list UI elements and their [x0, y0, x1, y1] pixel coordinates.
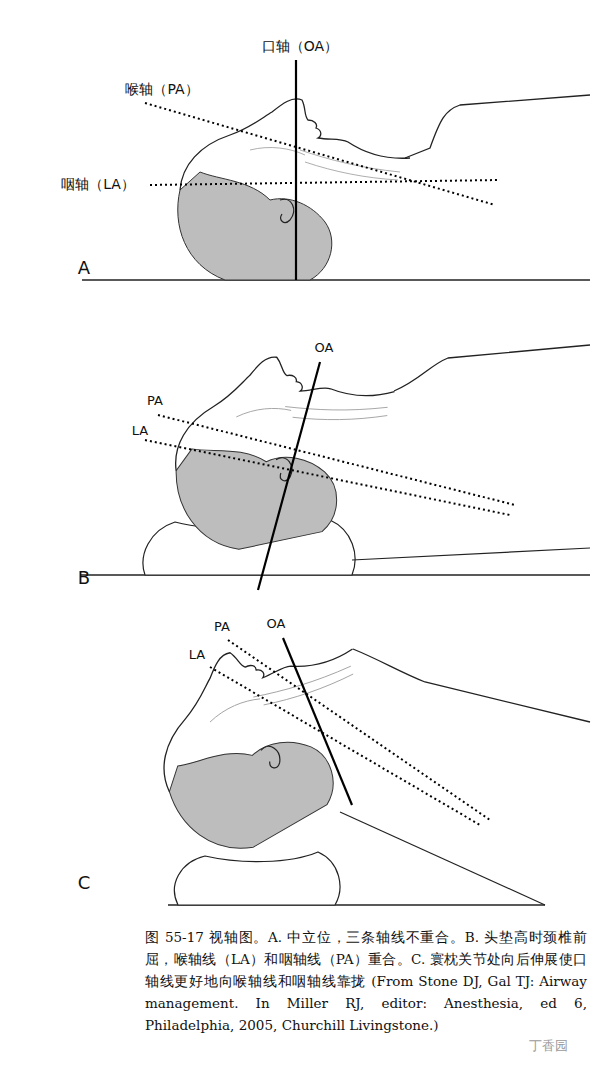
panel-letter: A	[78, 258, 90, 278]
axis-label: LA	[132, 424, 148, 438]
watermark: 丁香园	[529, 1039, 568, 1053]
axis-label: PA	[214, 620, 230, 634]
axis-label: PA	[147, 394, 163, 408]
axis-label: 喉轴（PA）	[125, 82, 198, 97]
axis-label: LA	[189, 648, 205, 662]
panel-c	[122, 598, 590, 905]
panel-a	[82, 60, 590, 280]
axis-label: OA	[315, 341, 334, 355]
panel-letter: B	[78, 568, 90, 588]
axis-label: 咽轴（LA）	[61, 177, 135, 192]
panel-letter: C	[78, 873, 91, 893]
panel-b	[80, 334, 590, 590]
figure-caption: 图 55-17 视轴图。A. 中立位，三条轴线不重合。B. 头垫高时颈椎前屈，喉…	[145, 926, 587, 1036]
axis-label: OA	[267, 617, 286, 631]
axis-label: 口轴（OA）	[262, 39, 338, 54]
